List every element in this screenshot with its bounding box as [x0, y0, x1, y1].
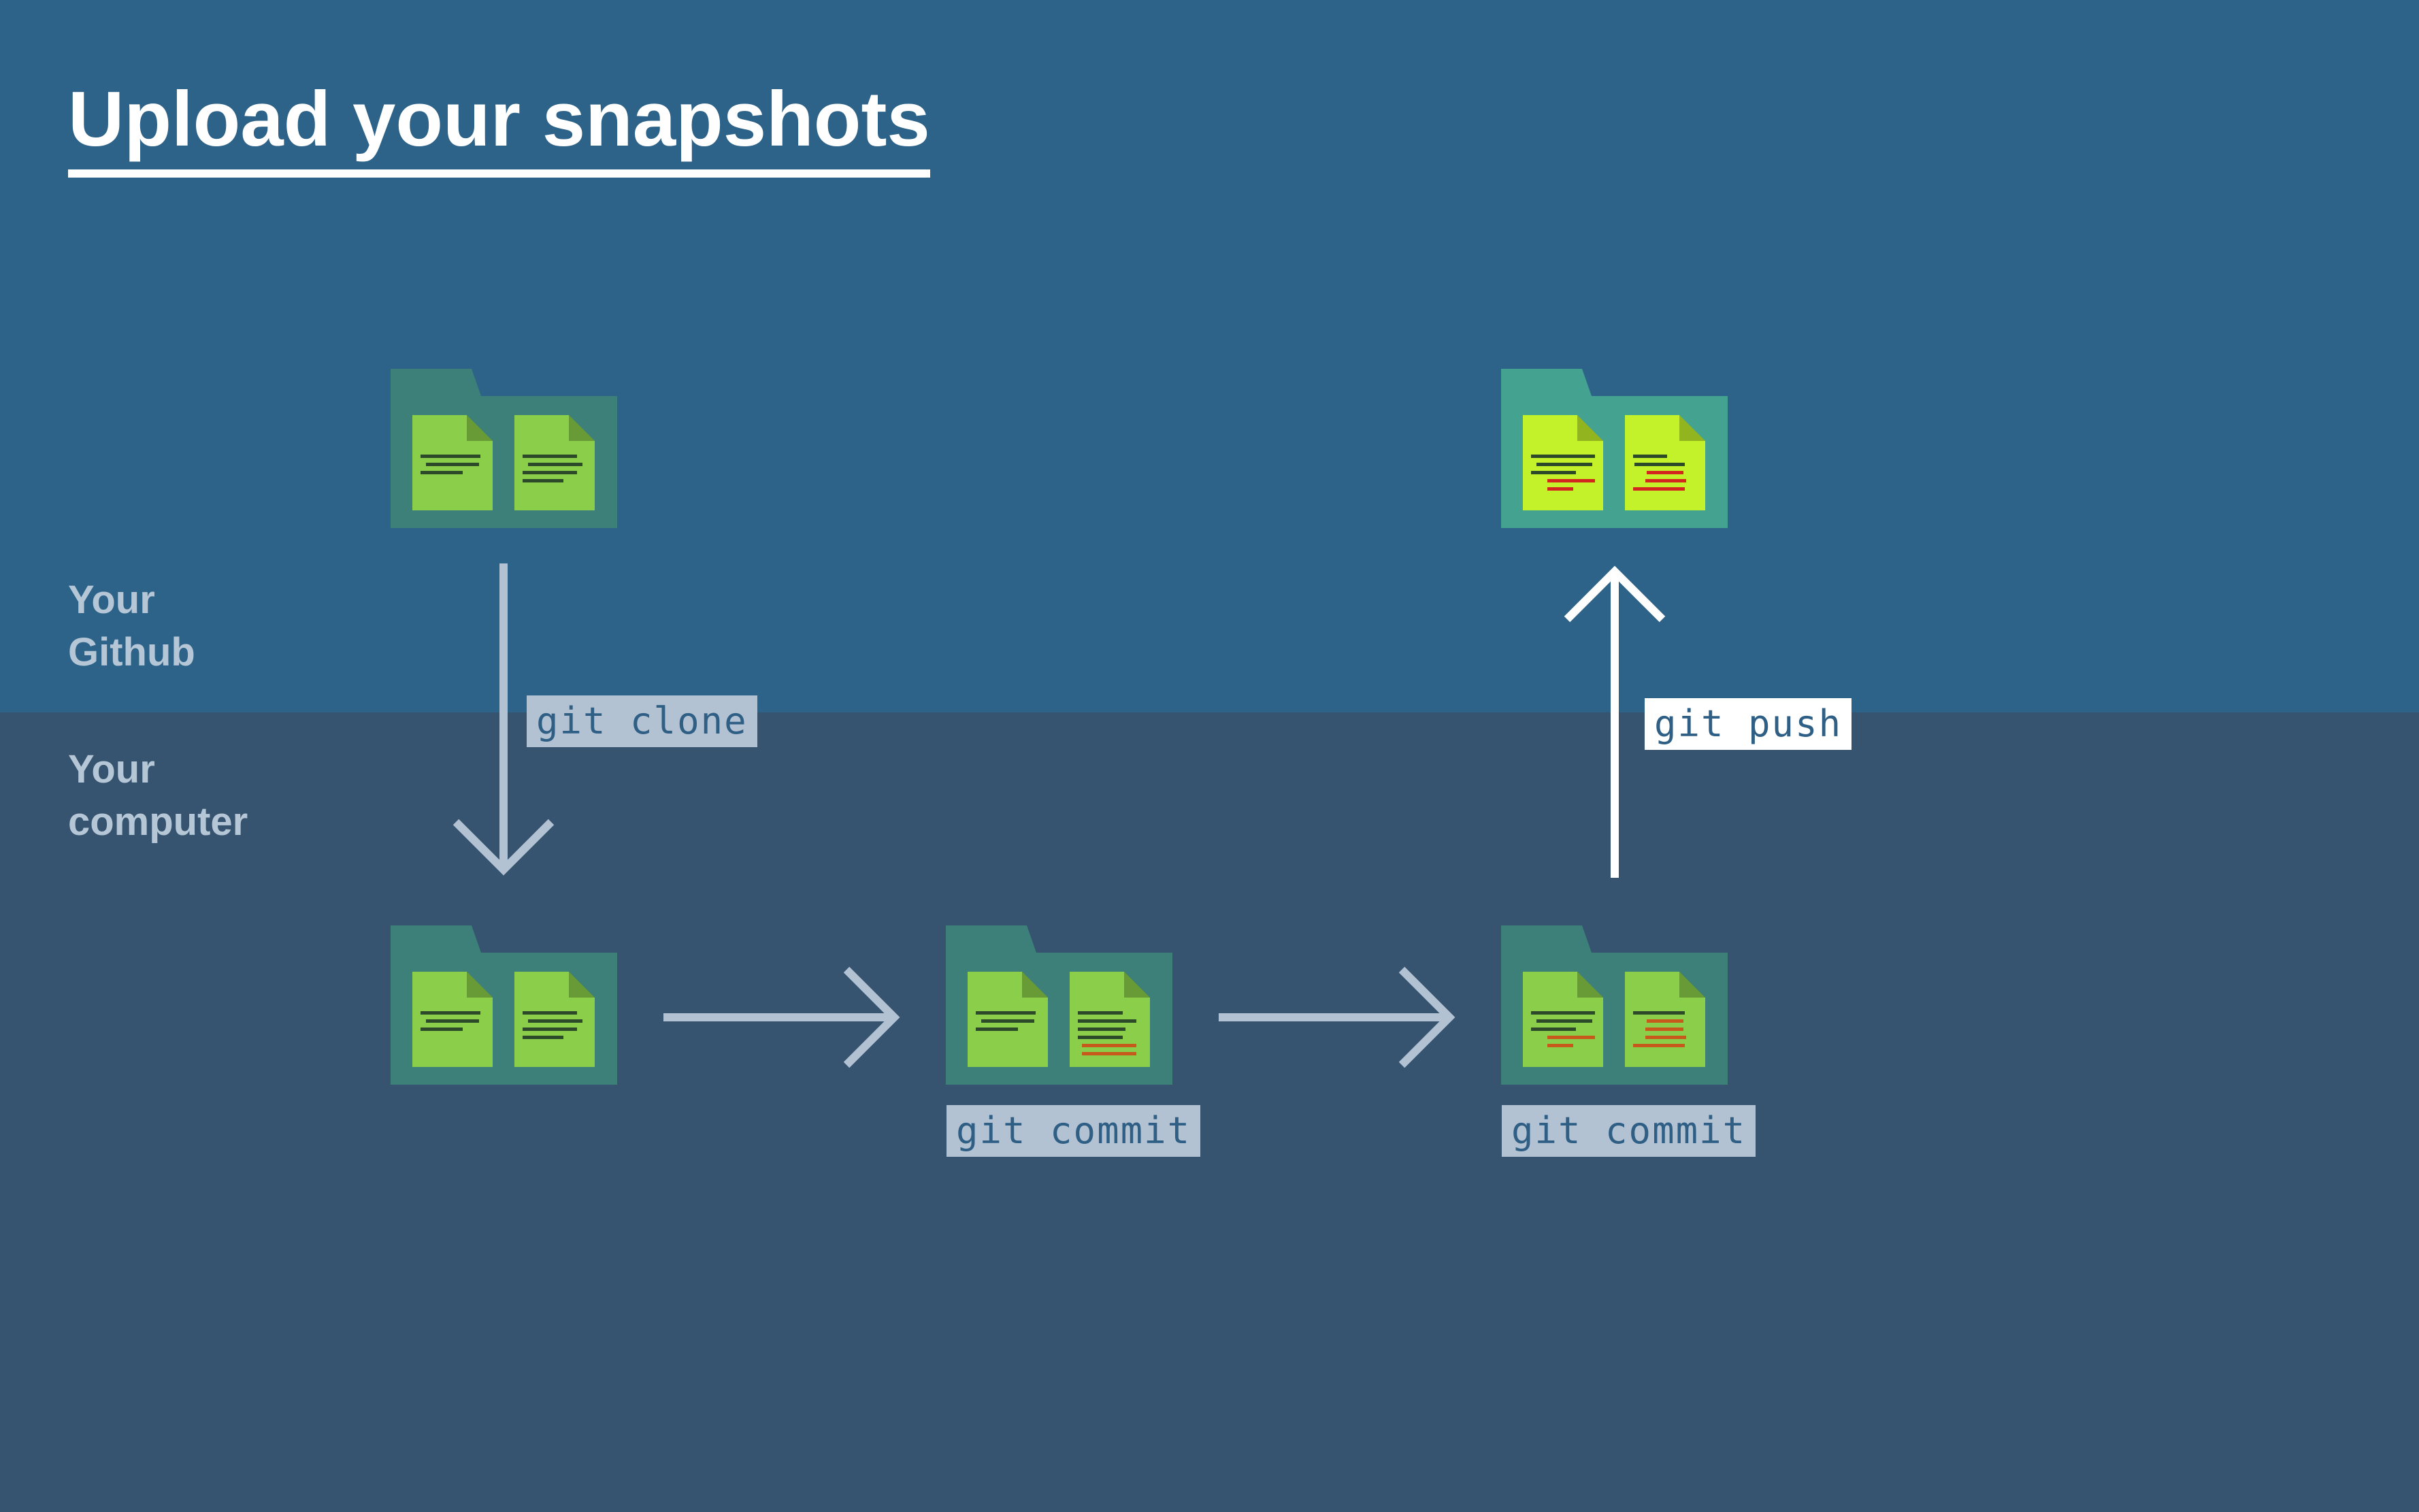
- text-line: [1531, 455, 1595, 458]
- text-line: [1078, 1028, 1125, 1031]
- changed-text-line: [1647, 471, 1683, 474]
- changed-text-line: [1547, 1044, 1573, 1047]
- changed-text-line: [1647, 1019, 1683, 1023]
- text-line: [523, 1036, 563, 1039]
- github-zone-label-line-2: Github: [68, 630, 195, 674]
- git-commit-label-2: git commit: [1502, 1105, 1756, 1157]
- text-line: [1078, 1019, 1136, 1023]
- file-icon: [514, 415, 595, 510]
- computer-zone-label-line-2: computer: [68, 800, 248, 844]
- file-icon: [412, 972, 493, 1067]
- text-line: [426, 463, 479, 466]
- file-icon: [412, 415, 493, 510]
- file-icon: [1070, 972, 1150, 1067]
- computer-zone-label: Your computer: [68, 743, 354, 848]
- text-line: [523, 455, 577, 458]
- text-line: [523, 471, 577, 474]
- second-commit-folder: [1501, 925, 1728, 1085]
- text-line: [1531, 1011, 1595, 1015]
- commit-arrow-2: [1219, 966, 1455, 1068]
- file-icon: [514, 972, 595, 1067]
- file-icon: [1625, 415, 1705, 510]
- text-line: [421, 455, 480, 458]
- file-icon: [1625, 972, 1705, 1067]
- commit-arrow-1: [663, 966, 900, 1068]
- git-push-label: git push: [1645, 698, 1852, 750]
- text-line: [528, 463, 582, 466]
- text-line: [1531, 1028, 1576, 1031]
- text-line: [523, 479, 563, 482]
- computer-zone: [0, 712, 2419, 1512]
- text-line: [1633, 1011, 1685, 1015]
- github-zone-label-line-1: Your: [68, 578, 155, 622]
- text-line: [421, 471, 463, 474]
- file-icon: [1523, 972, 1603, 1067]
- text-line: [1634, 463, 1685, 466]
- page-title: Upload your snapshots: [68, 73, 930, 178]
- text-line: [421, 1028, 463, 1031]
- text-line: [976, 1028, 1018, 1031]
- text-line: [426, 1019, 479, 1023]
- changed-text-line: [1633, 1044, 1685, 1047]
- text-line: [528, 1019, 582, 1023]
- changed-text-line: [1633, 487, 1685, 491]
- changed-text-line: [1645, 479, 1686, 482]
- git-clone-label: git clone: [527, 695, 757, 747]
- text-line: [1531, 471, 1576, 474]
- text-line: [523, 1028, 577, 1031]
- text-line: [421, 1011, 480, 1015]
- text-line: [981, 1019, 1034, 1023]
- text-line: [523, 1011, 577, 1015]
- text-line: [1078, 1011, 1123, 1015]
- changed-text-line: [1645, 1036, 1686, 1039]
- text-line: [1633, 455, 1667, 458]
- clone-arrow: [452, 563, 555, 876]
- changed-text-line: [1547, 479, 1595, 482]
- github-zone-label: Your Github: [68, 574, 354, 678]
- github-repo-folder-updated: [1501, 369, 1728, 528]
- git-commit-label-1: git commit: [947, 1105, 1201, 1157]
- cloned-repo-folder: [391, 925, 617, 1085]
- github-zone: [0, 0, 2419, 712]
- changed-text-line: [1547, 487, 1573, 491]
- text-line: [1536, 1019, 1592, 1023]
- push-arrow: [1564, 565, 1666, 878]
- text-line: [1536, 463, 1592, 466]
- text-line: [976, 1011, 1036, 1015]
- computer-zone-label-line-1: Your: [68, 747, 155, 791]
- changed-text-line: [1645, 1028, 1683, 1031]
- changed-text-line: [1082, 1044, 1136, 1047]
- text-line: [1078, 1036, 1123, 1039]
- changed-text-line: [1082, 1052, 1136, 1055]
- first-commit-folder: [946, 925, 1172, 1085]
- changed-text-line: [1547, 1036, 1595, 1039]
- github-repo-folder-initial: [391, 369, 617, 528]
- file-icon: [968, 972, 1048, 1067]
- file-icon: [1523, 415, 1603, 510]
